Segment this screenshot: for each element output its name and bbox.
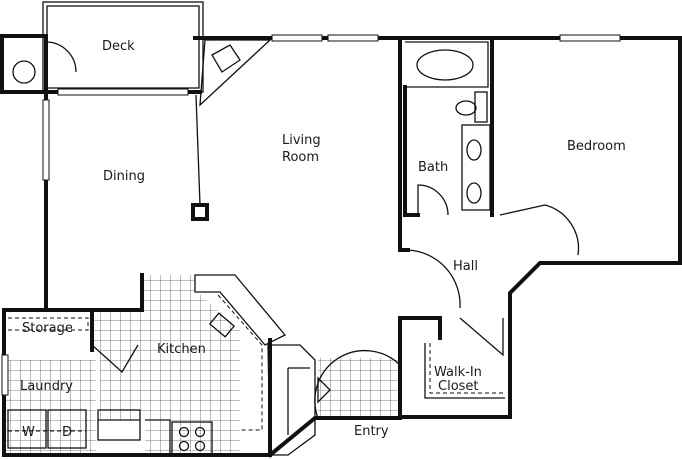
- bath-fixtures: [405, 41, 491, 211]
- room-label-storage: Storage: [22, 321, 73, 336]
- dryer-label: D: [62, 425, 72, 440]
- washer-label: W: [22, 425, 35, 440]
- dishwasher-icon: [97, 409, 141, 441]
- hot-water-heater-icon: [12, 60, 36, 84]
- laundry-fixtures: [7, 317, 89, 449]
- dryer-icon: [47, 409, 87, 449]
- room-label-bath: Bath: [418, 160, 448, 175]
- tub-icon: [416, 49, 474, 81]
- toilet-icon: [455, 100, 477, 116]
- room-label-living: Living: [282, 133, 321, 148]
- room-label-bedroom: Bedroom: [567, 139, 626, 154]
- stove-icon: [171, 421, 213, 456]
- closet-shelving: [424, 343, 505, 399]
- room-label-walkin: Walk-In: [434, 365, 482, 380]
- room-label-hall: Hall: [453, 259, 478, 274]
- room-label-deck: Deck: [102, 39, 135, 54]
- sink-icon: [466, 139, 482, 161]
- room-label-entry: Entry: [354, 424, 389, 439]
- room-label-living-2: Room: [282, 150, 319, 165]
- room-label-kitchen: Kitchen: [157, 342, 206, 357]
- fireplace: [195, 39, 272, 206]
- kitchen-fixtures: [97, 274, 331, 456]
- room-label-dining: Dining: [103, 169, 145, 184]
- washer-icon: [7, 409, 47, 449]
- room-label-walkin-2: Closet: [438, 379, 479, 394]
- sink-icon: [466, 182, 482, 204]
- windows: [1, 34, 621, 396]
- room-label-laundry: Laundry: [20, 379, 73, 394]
